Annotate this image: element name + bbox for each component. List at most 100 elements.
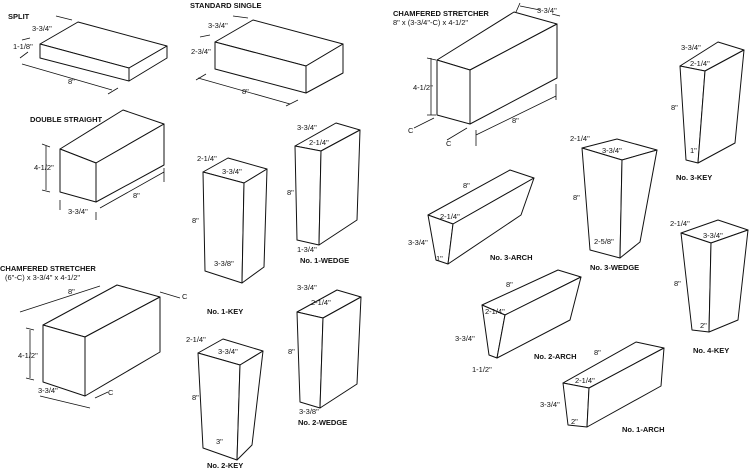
no2-key-title: No. 2-KEY [207,461,243,470]
no1-wedge-dim-bottom: 1-3/4" [297,245,317,254]
double-straight-title: DOUBLE STRAIGHT [30,115,103,124]
no1-arch-dim-bottom: 2" [571,417,578,426]
chamfered-right-subtitle: 8" x (3-3/4"-C) x 4-1/2" [393,18,468,27]
chamfered-right-front-face [436,59,471,125]
no1-wedge-front-face [294,145,322,246]
no3-arch-side-face [447,177,535,265]
no1-wedge-side-face [318,129,361,246]
split-dimension-lines [19,15,119,95]
chamfered-left-dim-length: 8" [68,287,75,296]
chamfered-right-dim-c-left: C [408,126,414,135]
no1-wedge-brick: 3-3/4" 2-1/4" 8" 1-3/4" No. 1-WEDGE [287,122,361,265]
no2-wedge-dim-top-length: 3-3/4" [297,283,317,292]
no1-key-dim-top-length: 3-3/4" [222,167,242,176]
chamfered-left-side-face [84,296,161,397]
split-dim-height: 1-1/8" [13,42,33,51]
no3-arch-dim-top-width: 2-1/4" [440,212,460,221]
no2-wedge-dim-height: 8" [288,347,295,356]
chamfered-right-dim-height: 4-1/2" [413,83,433,92]
no2-wedge-brick: 3-3/4" 2-1/4" 8" 3-3/8" No. 2-WEDGE [288,283,362,427]
no1-arch-dim-height: 3-3/4" [540,400,560,409]
no3-key-dim-height: 8" [671,103,678,112]
standard-single-dim-height: 2-3/4" [191,47,211,56]
no2-key-dim-bottom: 3" [216,437,223,446]
chamfered-right-title: CHAMFERED STRETCHER [393,9,489,18]
chamfered-right-dim-width: 3-3/4" [537,6,557,15]
double-straight-dim-width: 3-3/4" [68,207,88,216]
no3-key-title: No. 3-KEY [676,173,712,182]
no3-key-brick: 3-3/4" 2-1/4" 8" 1" No. 3-KEY [671,41,745,182]
no1-key-dim-height: 8" [192,216,199,225]
standard-single-end-face [305,43,344,94]
no2-wedge-title: No. 2-WEDGE [298,418,347,427]
no2-wedge-side-face [319,296,362,409]
no2-wedge-dim-top-width: 2-1/4" [311,298,331,307]
no3-wedge-dim-height: 8" [573,193,580,202]
chamfered-right-side-face [469,23,558,125]
no1-wedge-dim-top-width: 2-1/4" [309,138,329,147]
no4-key-brick: 2-1/4" 3-3/4" 8" 2" No. 4-KEY [670,219,749,355]
no2-wedge-dim-bottom: 3-3/8" [299,407,319,416]
no3-arch-title: No. 3-ARCH [490,253,533,262]
split-dim-width: 3-3/4" [32,24,52,33]
split-title: SPLIT [8,12,30,21]
chamfered-left-subtitle: (6"-C) x 3-3/4" x 4-1/2" [5,273,80,282]
standard-single-title: STANDARD SINGLE [190,1,262,10]
split-dim-length: 8" [68,77,75,86]
no2-arch-dim-top-width: 2-1/4" [485,307,505,316]
chamfered-right-dimension-lines [413,2,561,146]
no3-wedge-brick: 2-1/4" 3-3/4" 8" 2-5/8" No. 3-WEDGE [570,134,658,272]
chamfered-left-title: CHAMFERED STRETCHER [0,264,96,273]
no1-arch-dim-top-width: 2-1/4" [575,376,595,385]
no2-key-side-face [236,350,264,461]
chamfered-right-dim-c-right: C [446,139,452,148]
no4-key-dim-bottom: 2" [700,321,707,330]
no3-arch-dim-bottom: 1" [436,254,443,263]
no1-wedge-dim-top-length: 3-3/4" [297,123,317,132]
standard-single-dim-length: 8" [242,87,249,96]
double-straight-dim-length: 8" [133,191,140,200]
no1-key-title: No. 1-KEY [207,307,243,316]
no4-key-dim-top-length: 3-3/4" [703,231,723,240]
chamfered-right-dim-length: 8" [512,116,519,125]
standard-single-brick: STANDARD SINGLE 3-3/4" 2-3/4" 8" [190,1,344,107]
no3-wedge-dim-top-length: 3-3/4" [602,146,622,155]
no1-key-dim-top-width: 2-1/4" [197,154,217,163]
no4-key-front-face [680,232,712,333]
no2-arch-dim-height: 3-3/4" [455,334,475,343]
no3-key-dim-bottom: 1" [690,146,697,155]
chamfered-left-dim-c-top: C [182,292,188,301]
no1-arch-title: No. 1-ARCH [622,425,665,434]
no3-key-side-face [697,49,745,164]
no3-wedge-title: No. 3-WEDGE [590,263,639,272]
no3-arch-dim-height: 3-3/4" [408,238,428,247]
double-straight-dimension-lines [41,143,165,220]
no1-arch-brick: 8" 2-1/4" 3-3/4" 2" No. 1-ARCH [540,341,665,434]
no3-wedge-side-face [619,149,658,259]
chamfered-left-dimension-lines [19,285,181,409]
no4-key-dim-top-width: 2-1/4" [670,219,690,228]
double-straight-brick: DOUBLE STRAIGHT 4-1/2" 8" 3-3/4" [30,109,165,220]
no2-key-dim-top-width: 2-1/4" [186,335,206,344]
no3-key-dim-top-width: 2-1/4" [690,59,710,68]
no3-wedge-dim-top-width: 2-1/4" [570,134,590,143]
no2-arch-dim-bottom: 1-1/2" [472,365,492,374]
no1-key-dim-bottom: 3-3/8" [214,259,234,268]
chamfered-left-dim-width: 3-3/4" [38,386,58,395]
no4-key-title: No. 4-KEY [693,346,729,355]
split-end-face [128,45,168,82]
standard-single-dim-width: 3-3/4" [208,21,228,30]
no1-wedge-title: No. 1-WEDGE [300,256,349,265]
double-straight-dim-height: 4-1/2" [34,163,54,172]
no1-key-side-face [241,168,268,284]
no3-wedge-dim-bottom: 2-5/8" [594,237,614,246]
chamfered-left-dim-c-bottom: C [108,388,114,397]
chamfered-stretcher-left-brick: CHAMFERED STRETCHER (6"-C) x 3-3/4" x 4-… [0,264,188,409]
standard-single-dimension-lines [195,15,299,107]
no3-key-dim-top-length: 3-3/4" [681,43,701,52]
no3-arch-dim-length: 8" [463,181,470,190]
no2-arch-side-face [496,276,582,359]
no2-key-brick: 2-1/4" 3-3/4" 8" 3" No. 2-KEY [186,335,264,470]
